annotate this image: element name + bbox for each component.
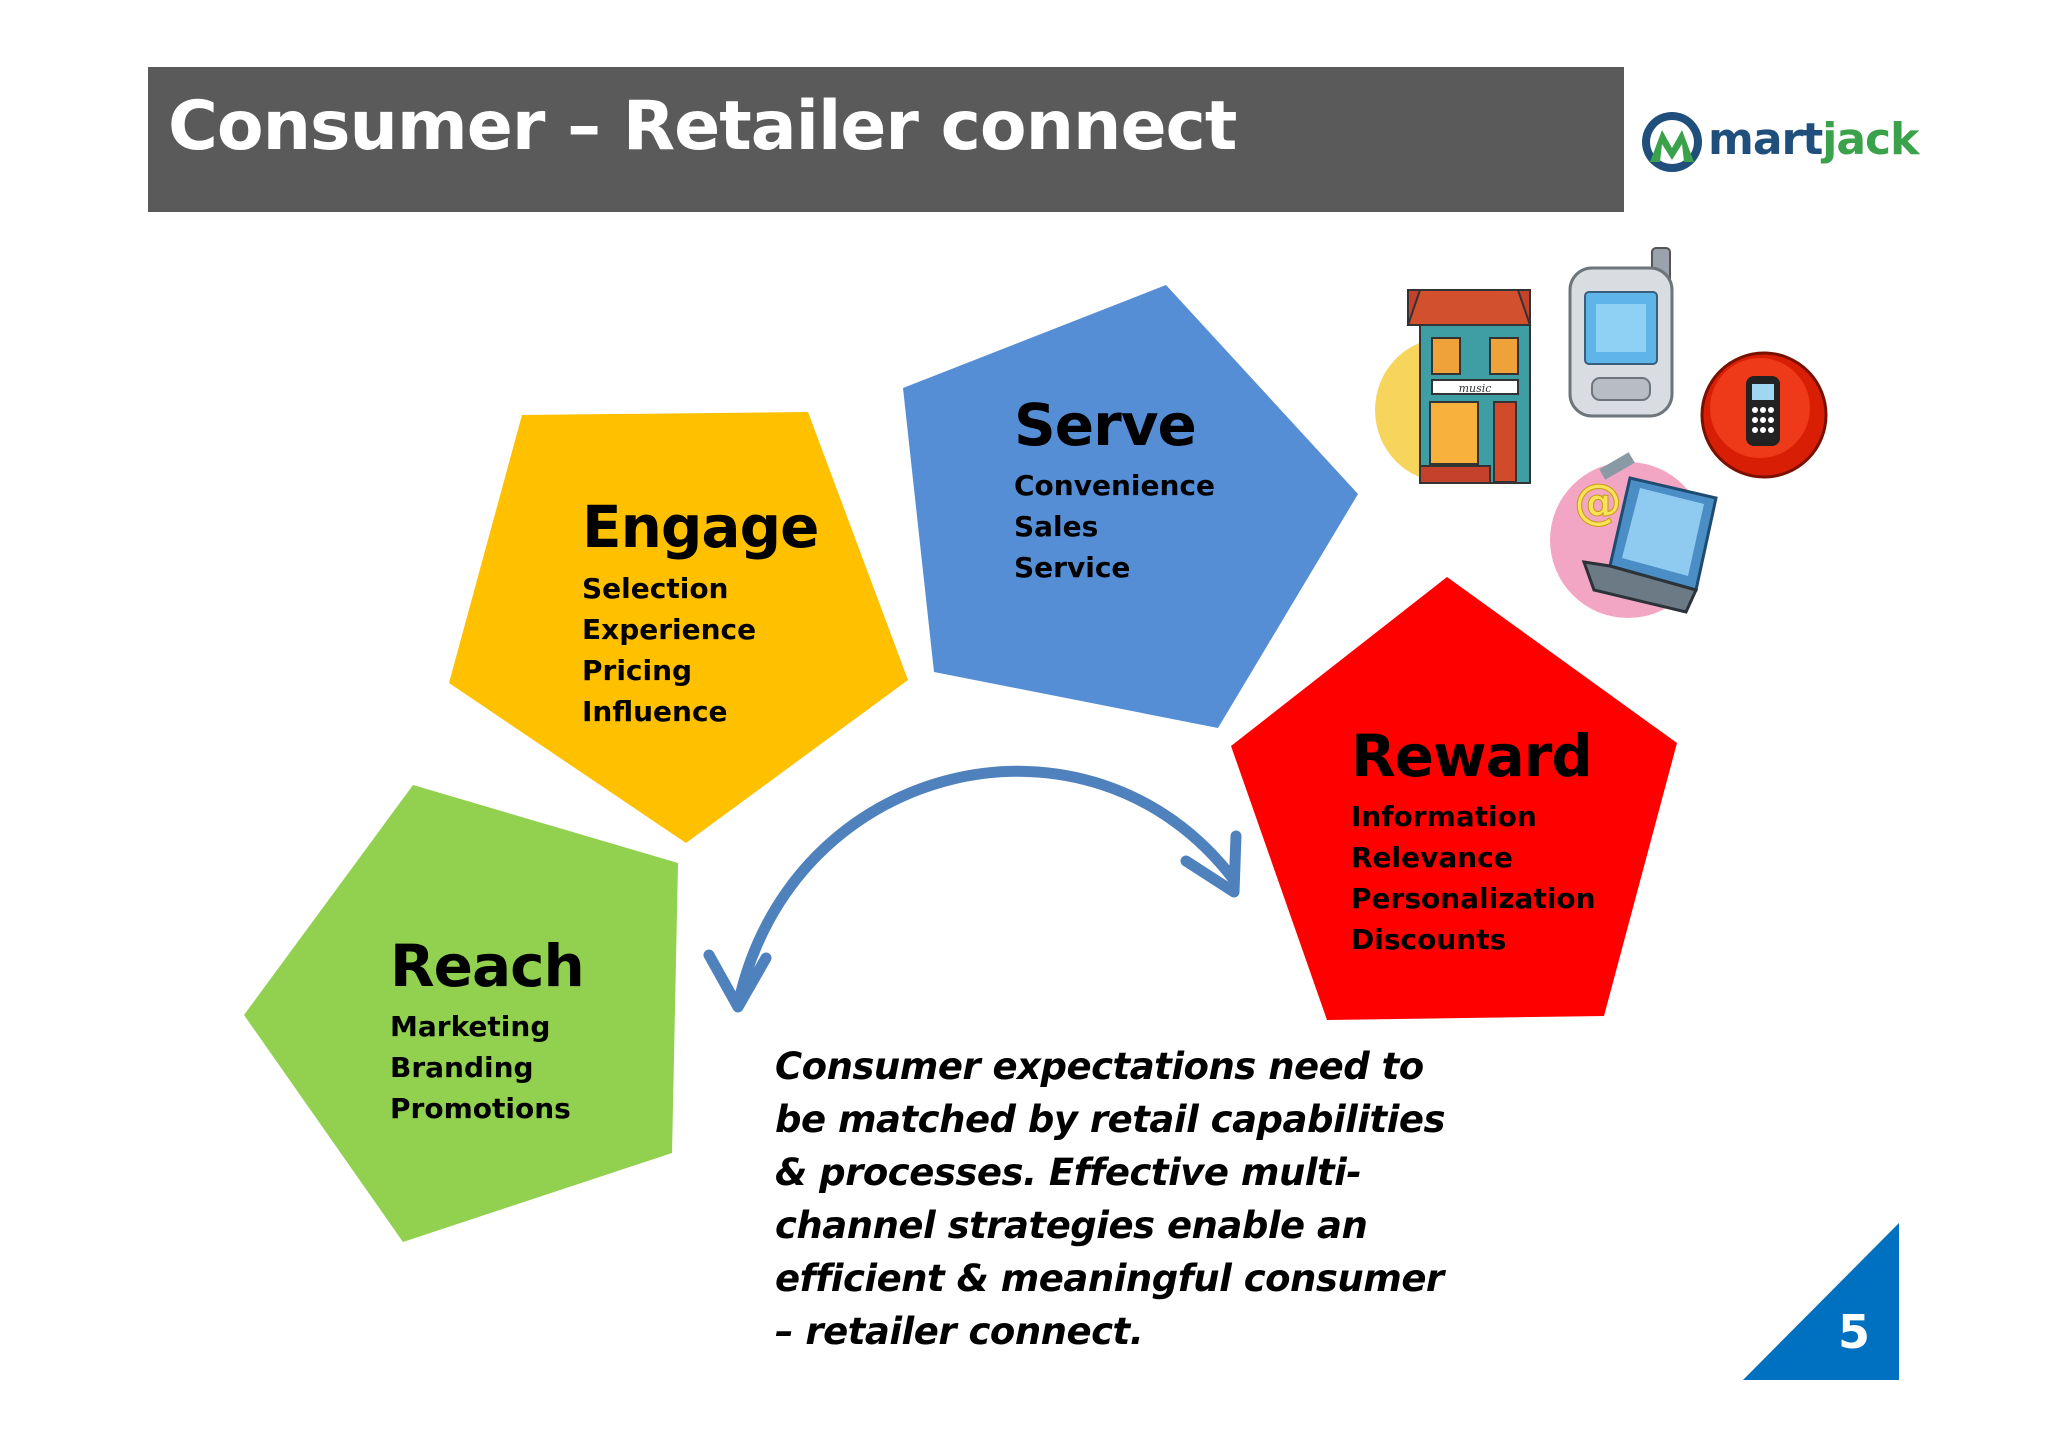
reach-pentagon: [244, 785, 678, 1242]
serve-item: Convenience: [1014, 469, 1216, 502]
serve-title: Serve: [1014, 391, 1197, 459]
reach-item: Branding: [390, 1051, 534, 1084]
reach-item: Marketing: [390, 1010, 551, 1043]
martjack-logo-mark: [1642, 112, 1702, 172]
engage-item: Pricing: [582, 654, 693, 687]
reach-title: Reach: [390, 932, 585, 1000]
slide-title: Consumer – Retailer connect: [168, 87, 1237, 166]
engage-item: Selection: [582, 572, 729, 605]
reward-item: Personalization: [1351, 882, 1596, 915]
laptop-email-icon: @: [1550, 452, 1718, 618]
summary-message: Consumer expectations need to be matched…: [775, 1045, 1446, 1353]
reward-item: Discounts: [1351, 923, 1507, 956]
logo-wordmark: martjack: [1708, 114, 1919, 165]
svg-text:@: @: [1574, 474, 1622, 530]
reward-item: Information: [1351, 800, 1537, 833]
serve-item: Sales: [1014, 510, 1099, 543]
cycle-arrow-curve: [732, 765, 1240, 1011]
reward-item: Relevance: [1351, 841, 1513, 874]
reach-item: Promotions: [390, 1092, 571, 1125]
reward-pentagon: [1231, 577, 1677, 1020]
store-sign-text: music: [1459, 382, 1492, 395]
logo-word-mart: mart: [1708, 114, 1823, 165]
page-number-triangle: [1743, 1223, 1899, 1380]
engage-item: Experience: [582, 613, 757, 646]
mobile-phone-icon: [1700, 351, 1828, 479]
martjack-logo: martjack: [1636, 102, 1919, 182]
music-store-icon: music: [1375, 289, 1532, 484]
serve-pentagon: [903, 285, 1358, 728]
page-number: 5: [1838, 1305, 1871, 1359]
serve-item: Service: [1014, 551, 1131, 584]
engage-item: Influence: [582, 695, 728, 728]
reward-items: Information Relevance Personalization Di…: [1351, 796, 1596, 960]
arrow-head-left-icon: [703, 949, 772, 1013]
logo-word-jack: jack: [1822, 114, 1919, 165]
pda-phone-icon: [1568, 247, 1674, 418]
title-bar: Consumer – Retailer connect: [148, 67, 1624, 212]
engage-items: Selection Experience Pricing Influence: [582, 568, 756, 732]
reach-items: Marketing Branding Promotions: [390, 1006, 571, 1129]
arrow-head-right-icon: [1180, 830, 1242, 898]
serve-items: Convenience Sales Service: [1014, 465, 1215, 588]
reward-title: Reward: [1351, 722, 1593, 790]
engage-pentagon: [449, 412, 908, 843]
engage-title: Engage: [582, 493, 819, 561]
